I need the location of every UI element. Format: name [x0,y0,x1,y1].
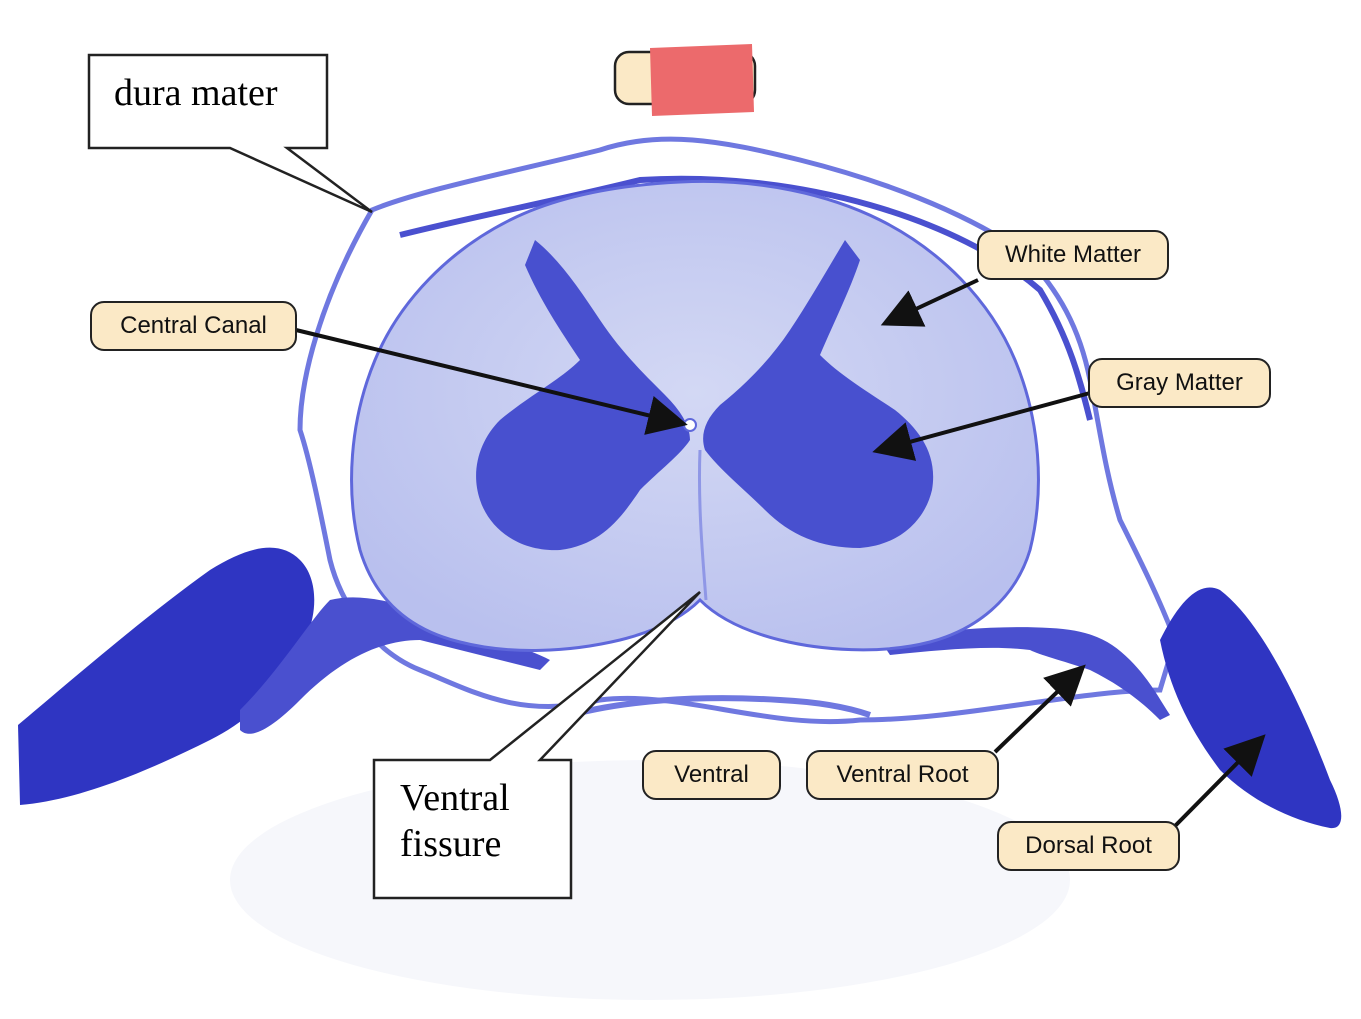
ventral-fissure-label-line2: fissure [400,823,502,865]
ventral-root-label: Ventral Root [806,750,999,800]
gray-matter-arrow [872,391,1091,461]
white-matter-arrow [880,278,979,327]
left-nerve [18,547,315,805]
ventral-root-arrow [993,664,1086,754]
central-canal-label: Central Canal [90,301,297,351]
white-matter-region [350,179,1040,652]
right-nerve [1160,587,1342,829]
redaction-block [650,44,754,116]
gray-matter-label: Gray Matter [1088,358,1271,408]
ventral-fissure-line [697,449,708,601]
white-matter-label: White Matter [977,230,1169,280]
ventral-label: Ventral [642,750,781,800]
gray-matter-left [476,240,690,551]
ventral-membrane [559,695,871,721]
dura-mater-label: dura mater [114,72,278,114]
dura-membrane-inner [399,175,1093,421]
dura-mater-callout-box [87,53,373,214]
central-canal-arrow [295,328,688,435]
right-root [880,627,1170,720]
ventral-fissure-callout-box [372,591,701,900]
gray-matter-right [703,240,934,548]
ventral-fissure-label-line1: Ventral [400,777,510,819]
central-canal-dot [683,418,697,432]
dorsal-root-arrow [1173,734,1266,828]
dorsal-root-label: Dorsal Root [997,821,1180,871]
